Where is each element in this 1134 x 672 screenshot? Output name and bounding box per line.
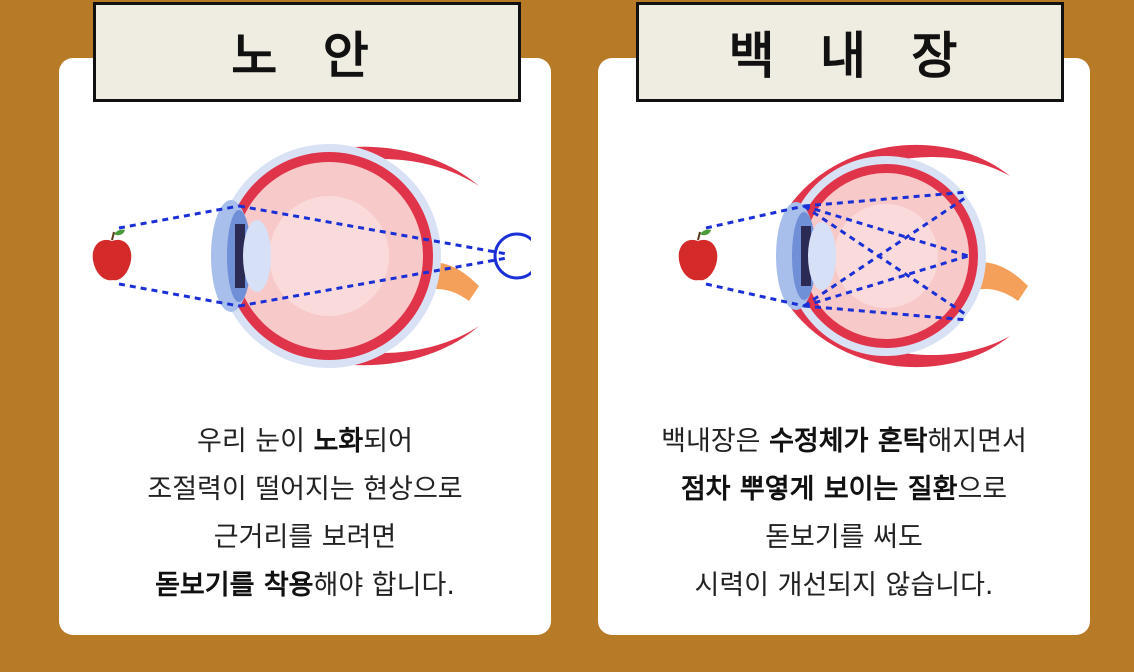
light-rays (118, 204, 508, 308)
body-text: 조절력이 떨어지는 현상으로 (147, 474, 463, 505)
body-text: 해야 합니다. (313, 570, 455, 601)
cataract-title: 백 내 장 (636, 2, 1064, 102)
apple-icon (92, 229, 132, 281)
body-text: 되어 (363, 426, 413, 457)
cataract-eye-diagram (678, 144, 1028, 368)
desc-line: 돋보기를 써도 (598, 514, 1090, 562)
desc-line: 근거리를 보려면 (59, 514, 551, 562)
presbyopia-card: 우리 눈이 노화되어 조절력이 떨어지는 현상으로 근거리를 보려면 돋보기를 … (59, 58, 551, 635)
emphasis-text: 수정체가 혼탁 (769, 426, 928, 457)
desc-line: 시력이 개선되지 않습니다. (598, 562, 1090, 610)
desc-line: 돋보기를 착용해야 합니다. (59, 562, 551, 610)
emphasis-text: 노화 (313, 426, 364, 457)
body-text: 시력이 개선되지 않습니다. (694, 570, 994, 601)
body-text: 우리 눈이 (197, 426, 314, 457)
scattered-light-rays (705, 190, 969, 322)
body-text: 으로 (957, 474, 1008, 505)
desc-line: 점차 뿌옇게 보이는 질환으로 (598, 466, 1090, 514)
emphasis-text: 돋보기를 착용 (155, 570, 314, 601)
apple-icon (678, 229, 718, 281)
body-text: 근거리를 보려면 (213, 522, 397, 553)
desc-line: 백내장은 수정체가 혼탁해지면서 (598, 418, 1090, 466)
desc-line: 조절력이 떨어지는 현상으로 (59, 466, 551, 514)
body-text: 돋보기를 써도 (765, 522, 923, 553)
focus-point-icon (493, 232, 531, 280)
presbyopia-description: 우리 눈이 노화되어 조절력이 떨어지는 현상으로 근거리를 보려면 돋보기를 … (59, 418, 551, 610)
body-text: 해지면서 (927, 426, 1027, 457)
presbyopia-title: 노 안 (93, 2, 521, 102)
emphasis-text: 점차 뿌옇게 보이는 질환 (680, 474, 958, 505)
body-text: 백내장은 (661, 426, 770, 457)
cataract-description: 백내장은 수정체가 혼탁해지면서 점차 뿌옇게 보이는 질환으로 돋보기를 써도… (598, 418, 1090, 610)
cataract-card: 백내장은 수정체가 혼탁해지면서 점차 뿌옇게 보이는 질환으로 돋보기를 써도… (598, 58, 1090, 635)
presbyopia-eye-diagram (92, 144, 531, 368)
desc-line: 우리 눈이 노화되어 (59, 418, 551, 466)
